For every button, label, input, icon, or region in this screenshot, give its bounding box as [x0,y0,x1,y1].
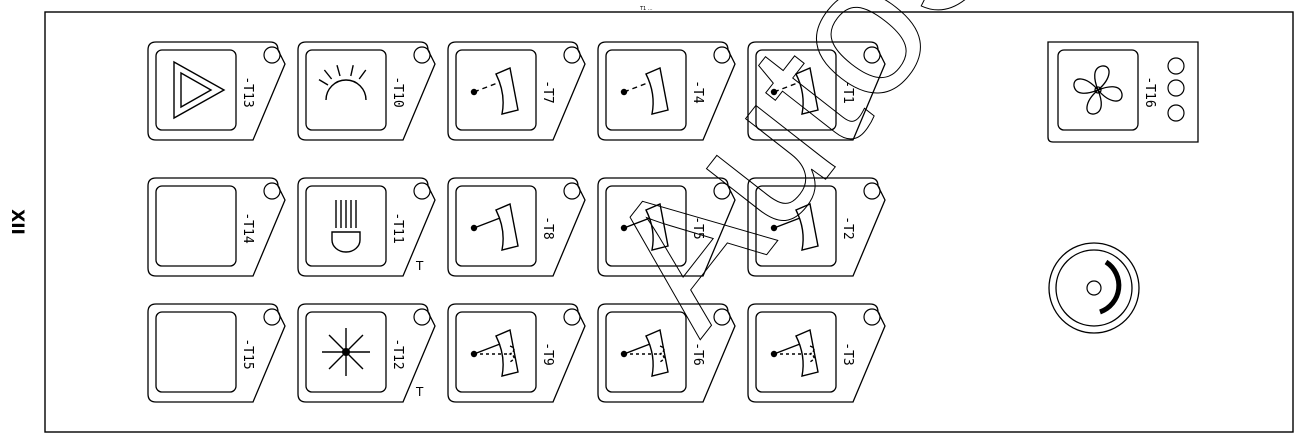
washer-icon [470,329,519,377]
wiper-continuous-icon [620,203,669,251]
switch-label: -T1 [840,80,855,103]
fan-indicator-3 [1167,104,1185,122]
switch-label: -T14 [240,212,255,243]
switch-mark: T [415,259,424,273]
switch-mark: T [415,385,424,399]
fan-switch-label: -T16 [1142,76,1157,107]
switch-label: -T6 [690,342,705,365]
panel-top-mark: T1 ... [639,6,653,12]
washer-icon [770,329,819,377]
indicator-led [863,182,881,200]
watermark: AutoSoft [565,0,1181,365]
switch-label: -T2 [840,216,855,239]
switch-label: -T8 [540,216,555,239]
indicator-led [563,46,581,64]
switch-label: -T15 [240,338,255,369]
switch-t4[interactable]: -T4 [597,41,736,141]
switch-label: -T13 [240,76,255,107]
switch-t8[interactable]: -T8 [447,177,586,277]
switch-label: -T9 [540,342,555,365]
switch-label: -T10 [390,76,405,107]
indicator-led [413,308,431,326]
switch-t2[interactable]: -T2 [747,177,886,277]
switch-t5[interactable]: -T5 [597,177,736,277]
indicator-led [263,308,281,326]
indicator-led [413,182,431,200]
fan-icon [1073,65,1123,115]
wiper-interval-icon [470,67,519,115]
switch-t10[interactable]: -T10 [297,41,436,141]
switch-label: -T3 [840,342,855,365]
indicator-led [713,308,731,326]
washer-icon [620,329,669,377]
rotary-knob-icon [1086,280,1102,296]
indicator-led [263,182,281,200]
switch-t6[interactable]: -T6 [597,303,736,403]
rotary-knob[interactable] [1048,242,1140,334]
switch-t15[interactable]: -T15 [147,303,286,403]
panel-side-label: XII [7,209,27,235]
switch-t9[interactable]: -T9 [447,303,586,403]
wiper-interval-icon [770,67,819,115]
indicator-led [863,46,881,64]
switch-t14[interactable]: -T14 [147,177,286,277]
indicator-led [713,46,731,64]
switch-t7[interactable]: -T7 [447,41,586,141]
switch-label: -T5 [690,216,705,239]
switch-label: -T4 [690,80,705,104]
dome-light-icon [318,65,367,101]
panel-frame [44,11,1294,433]
switch-label: -T12 [390,338,405,369]
hazard-triangle-icon [173,60,226,120]
snowflake-icon [322,328,370,376]
indicator-led [563,308,581,326]
indicator-led [863,308,881,326]
switch-label: -T7 [540,80,555,103]
switch-t1[interactable]: -T1 [747,41,886,141]
work-light-icon [331,200,361,253]
wiper-continuous-icon [770,203,819,251]
switch-label: -T11 [390,212,405,243]
indicator-led [713,182,731,200]
indicator-led [263,46,281,64]
fan-indicator-1 [1167,57,1185,75]
wiper-continuous-icon [470,203,519,251]
fan-switch-t16[interactable]: -T16 [1047,41,1199,143]
indicator-led [413,46,431,64]
wiper-interval-icon [620,67,669,115]
switch-t13[interactable]: -T13 [147,41,286,141]
fan-indicator-2 [1167,79,1185,97]
switch-t3[interactable]: -T3 [747,303,886,403]
indicator-led [563,182,581,200]
